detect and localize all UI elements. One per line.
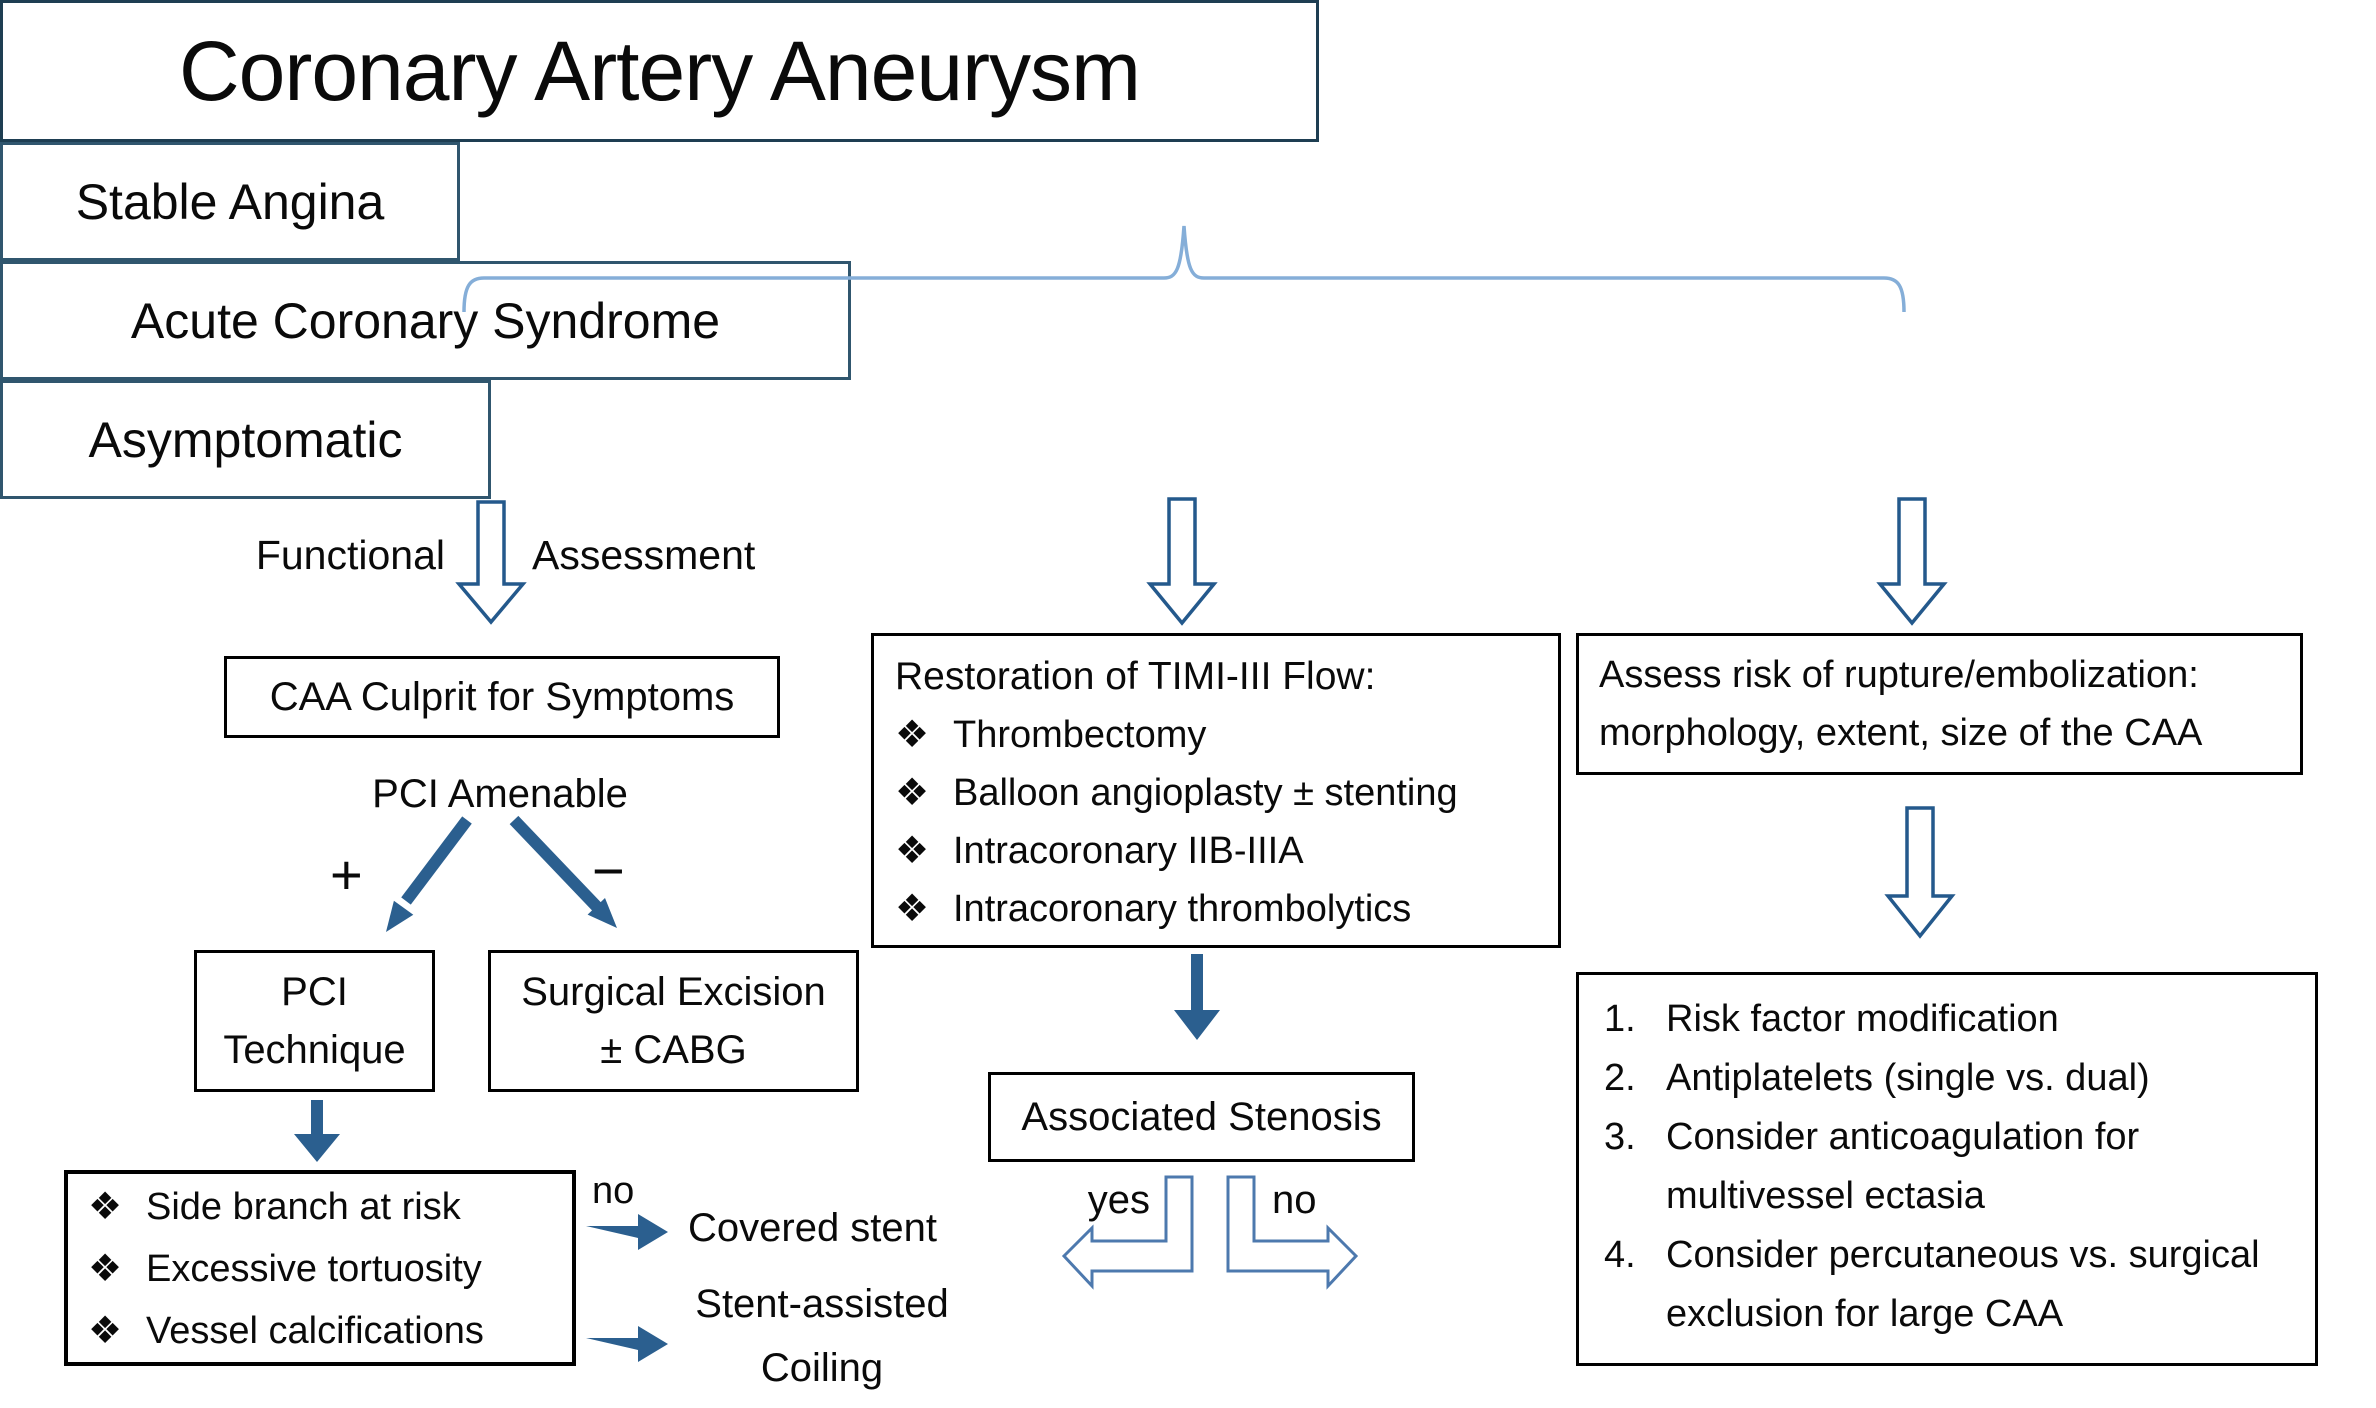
list-item: ❖ Intracoronary thrombolytics <box>895 880 1545 938</box>
plus-label: + <box>330 843 363 906</box>
box-acute-coronary-syndrome: Acute Coronary Syndrome <box>0 261 851 380</box>
box-asymptomatic: Asymptomatic <box>0 380 491 499</box>
page-title: Coronary Artery Aneurysm <box>178 23 1141 118</box>
restoration-item-text: Thrombectomy <box>953 714 1207 756</box>
list-item: ❖ Excessive tortuosity <box>88 1238 558 1300</box>
item-text: Consider percutaneous vs. surgical exclu… <box>1666 1234 2260 1335</box>
list-item: 3. Consider anticoagulation for multives… <box>1604 1108 2298 1226</box>
diamond-bullet-icon: ❖ <box>895 888 930 930</box>
stable-angina-label: Stable Angina <box>75 173 385 230</box>
item-number: 2. <box>1604 1057 1636 1099</box>
pci-risk-list: ❖ Side branch at risk ❖ Excessive tortuo… <box>88 1176 558 1362</box>
diamond-bullet-icon: ❖ <box>88 1248 123 1290</box>
covered-stent-label: Covered stent <box>688 1206 938 1250</box>
pci-amenable-label: PCI Amenable <box>372 772 628 816</box>
list-item: 1. Risk factor modification <box>1604 990 2298 1049</box>
list-item: 2. Antiplatelets (single vs. dual) <box>1604 1049 2298 1108</box>
yes-label: yes <box>1087 1178 1150 1222</box>
bent-arrow-right-icon <box>1226 1175 1359 1290</box>
restoration-item-text: Intracoronary thrombolytics <box>953 888 1412 930</box>
no-label: no <box>592 1170 635 1212</box>
acs-label: Acute Coronary Syndrome <box>130 292 721 349</box>
right-arrow-solid-icon <box>586 1326 668 1362</box>
list-item: ❖ Balloon angioplasty ± stenting <box>895 764 1545 822</box>
box-caa-culprit: CAA Culprit for Symptoms <box>224 656 780 738</box>
pci-technique-line1: PCI <box>281 970 348 1014</box>
box-pci-technique: PCI Technique <box>194 950 435 1092</box>
list-item: 4. Consider percutaneous vs. surgical ex… <box>1604 1226 2298 1344</box>
restoration-list: ❖ Thrombectomy ❖ Balloon angioplasty ± s… <box>895 706 1545 938</box>
diamond-bullet-icon: ❖ <box>895 830 930 872</box>
down-arrow-solid-icon <box>1174 954 1220 1040</box>
stent-assisted-coiling-label: Stent-assisted Coiling <box>672 1272 972 1400</box>
item-text: Antiplatelets (single vs. dual) <box>1666 1057 2150 1099</box>
minus-label: − <box>592 839 625 902</box>
no-label: no <box>1272 1178 1317 1222</box>
item-text: Risk factor modification <box>1666 998 2059 1040</box>
caa-culprit-label: CAA Culprit for Symptoms <box>269 674 735 719</box>
fork-arrows-icon <box>386 815 617 932</box>
bent-arrow-left-icon <box>1061 1175 1194 1290</box>
pci-technique-line2: Technique <box>223 1028 406 1072</box>
title-box: Coronary Artery Aneurysm <box>0 0 1319 142</box>
asymptomatic-label: Asymptomatic <box>88 411 403 468</box>
list-item: ❖ Side branch at risk <box>88 1176 558 1238</box>
item-number: 4. <box>1604 1234 1636 1276</box>
restoration-item-text: Balloon angioplasty ± stenting <box>953 772 1458 814</box>
down-arrow-outline-icon <box>455 500 527 625</box>
box-stable-angina: Stable Angina <box>0 142 460 261</box>
functional-label: Functional <box>255 532 445 578</box>
box-pci-risk-criteria <box>64 1170 576 1366</box>
box-surgical-excision: Surgical Excision ± CABG <box>488 950 859 1092</box>
restoration-title: Restoration of TIMI-III Flow: <box>895 655 1376 698</box>
restoration-item-text: Intracoronary IIB-IIIA <box>953 830 1304 872</box>
box-restoration-timi <box>871 633 1561 948</box>
assess-risk-line2: morphology, extent, size of the CAA <box>1599 712 2203 754</box>
diamond-bullet-icon: ❖ <box>88 1310 123 1352</box>
stent-assisted-line1: Stent-assisted <box>695 1282 949 1326</box>
list-item: ❖ Thrombectomy <box>895 706 1545 764</box>
list-item: ❖ Vessel calcifications <box>88 1300 558 1362</box>
box-associated-stenosis: Associated Stenosis <box>988 1072 1415 1162</box>
box-management-list <box>1576 972 2318 1366</box>
diamond-bullet-icon: ❖ <box>895 772 930 814</box>
risk-item-text: Excessive tortuosity <box>146 1248 482 1290</box>
associated-stenosis-label: Associated Stenosis <box>1021 1094 1382 1139</box>
stent-assisted-line2: Coiling <box>760 1346 884 1390</box>
down-arrow-outline-icon <box>1876 497 1948 626</box>
surgical-excision-line2: ± CABG <box>600 1028 747 1072</box>
surgical-excision-line1: Surgical Excision <box>521 970 826 1014</box>
box-assess-risk: Assess risk of rupture/embolization: mor… <box>1576 633 2303 775</box>
right-arrow-solid-icon <box>586 1214 668 1250</box>
risk-item-text: Vessel calcifications <box>146 1310 484 1352</box>
down-arrow-outline-icon <box>1884 806 1956 939</box>
item-number: 3. <box>1604 1116 1636 1158</box>
brace-connector-icon <box>462 225 1906 313</box>
assess-risk-line1: Assess risk of rupture/embolization: <box>1599 654 2199 696</box>
risk-item-text: Side branch at risk <box>146 1186 461 1228</box>
down-arrow-outline-icon <box>1146 497 1218 626</box>
item-text: Consider anticoagulation for multivessel… <box>1666 1116 2140 1217</box>
list-item: ❖ Intracoronary IIB-IIIA <box>895 822 1545 880</box>
management-list: 1. Risk factor modification 2. Antiplate… <box>1604 990 2298 1344</box>
diamond-bullet-icon: ❖ <box>88 1186 123 1228</box>
diamond-bullet-icon: ❖ <box>895 714 930 756</box>
assessment-label: Assessment <box>532 532 756 578</box>
item-number: 1. <box>1604 998 1636 1040</box>
down-arrow-solid-icon <box>294 1100 340 1162</box>
